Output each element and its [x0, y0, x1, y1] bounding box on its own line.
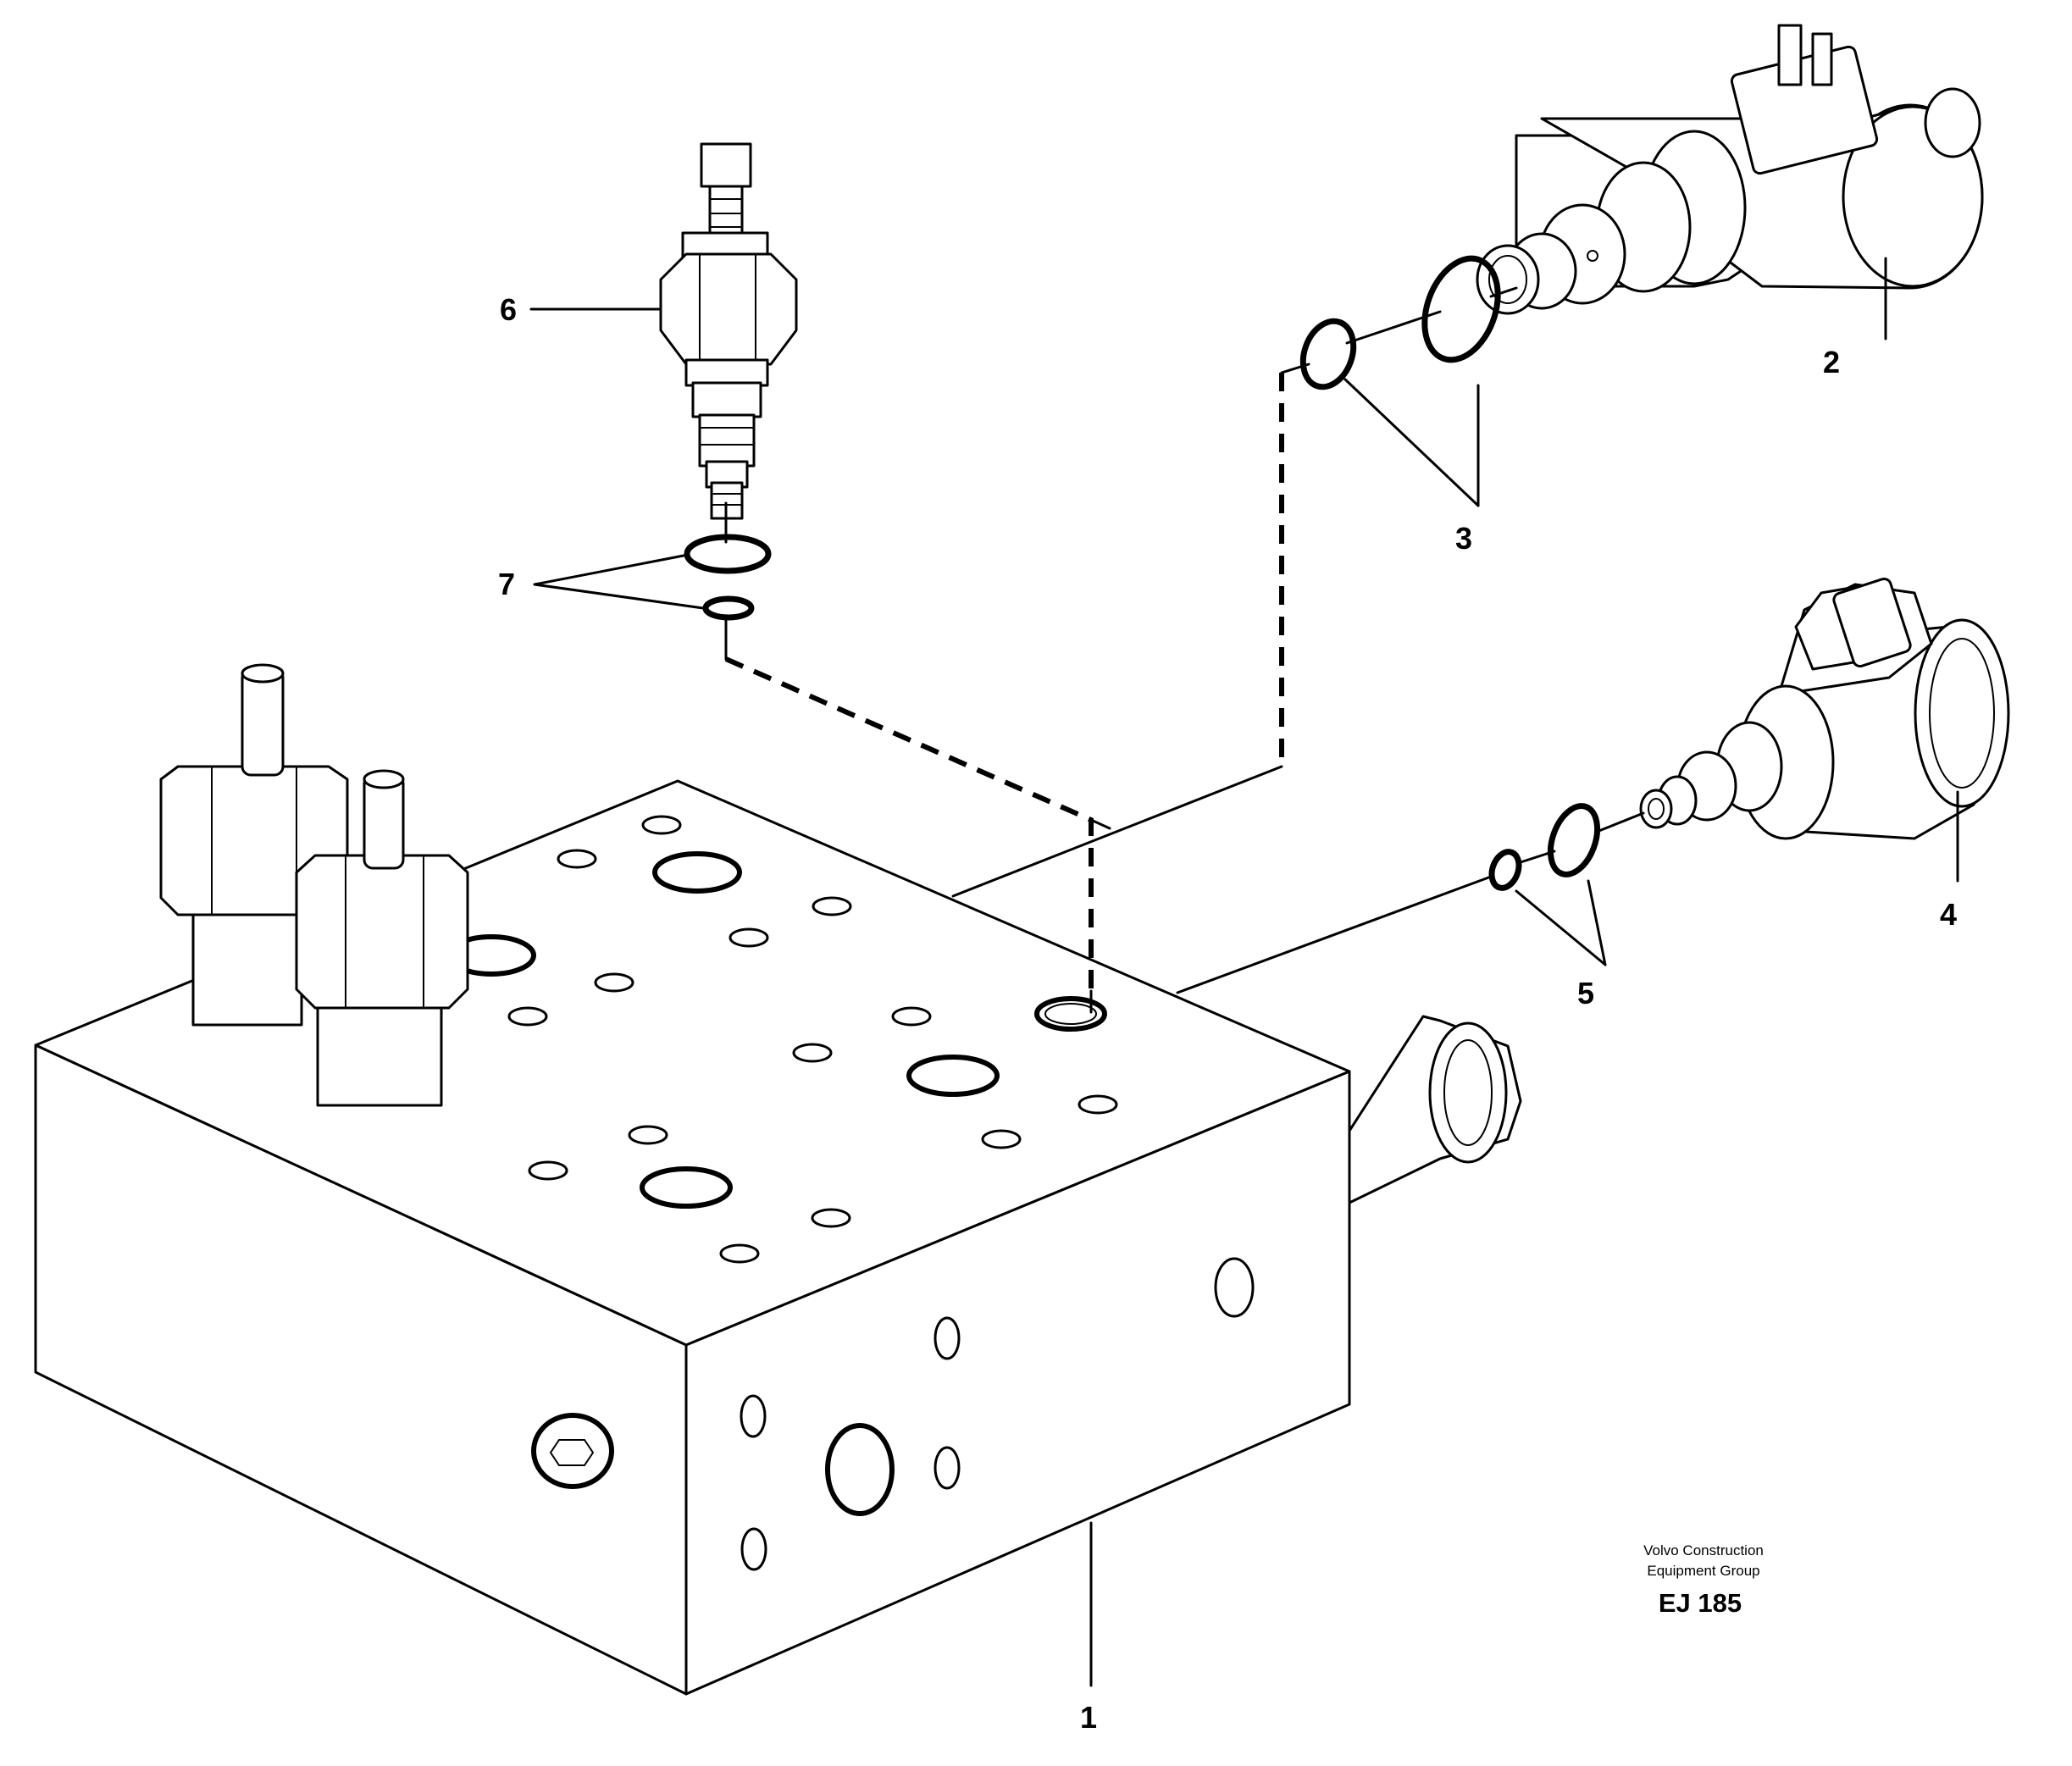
o-rings-7	[684, 534, 772, 621]
leader-3a	[1343, 378, 1480, 507]
solenoid-valve-4	[1639, 577, 2010, 840]
solenoid-valve-2	[1476, 24, 1984, 315]
credit-line-1: Volvo Construction	[1643, 1542, 1764, 1558]
leader-lines	[529, 257, 1959, 1687]
callout-numbers: 1 2 3 4 5 6 7	[498, 292, 1957, 1735]
assembly-lines	[724, 286, 1645, 1014]
o-rings-3	[1299, 255, 1501, 390]
pressure-sensor-right	[295, 769, 469, 1107]
figure-code: EJ 185	[1659, 1588, 1742, 1618]
callout-7: 7	[498, 567, 515, 601]
leader-5a	[1515, 889, 1607, 966]
callout-4: 4	[1940, 897, 1957, 932]
valve-block-right-face	[684, 1070, 1351, 1696]
left-face-ports	[531, 1413, 614, 1489]
publisher-credit: Volvo Construction Equipment Group EJ 18…	[1643, 1542, 1764, 1618]
side-cartridge	[1348, 1015, 1522, 1204]
callout-1: 1	[1080, 1700, 1097, 1735]
callout-6: 6	[500, 292, 517, 327]
credit-line-2: Equipment Group	[1647, 1563, 1759, 1579]
callout-2: 2	[1823, 345, 1840, 379]
leader-5b	[1587, 879, 1607, 966]
top-face-ports	[446, 815, 1118, 1264]
leader-7a	[533, 553, 690, 586]
pressure-relief-valve	[659, 142, 798, 520]
callout-3: 3	[1455, 521, 1472, 556]
valve-block	[34, 663, 1522, 1696]
leader-7b	[533, 583, 705, 610]
o-rings-5	[1488, 803, 1601, 891]
callout-5: 5	[1577, 976, 1594, 1010]
right-face-ports	[740, 1257, 1255, 1571]
